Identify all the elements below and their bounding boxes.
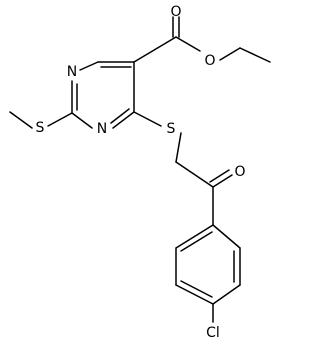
bond-smethyl-ch3 [9,111,33,129]
structure-canvas: O O N N S S O Cl [9,4,271,341]
atom-s-methyl: S [36,120,45,136]
bond-c4-n3 [112,111,135,129]
molecule-drawing: O O N N S S O Cl [9,4,271,341]
bond-ch2-ch3 [239,47,271,63]
bond-c2-smethyl [47,112,73,127]
bond-ar3-ar4 [212,284,241,305]
bond-slink-ch2 [175,132,182,163]
bond-ar1-ar2 [212,224,241,249]
atom-o-ester: O [204,53,215,69]
bond-oester-ch2 [219,47,241,61]
bond-c4-slink [133,111,162,127]
atom-o-ketone: O [234,164,245,180]
bond-ar4-ar5-double [180,280,213,298]
bond-ar6-ar1-double [180,231,213,252]
bond-ar6-ar1 [175,224,214,249]
atom-n-upper: N [67,64,77,80]
bond-cketone-o-double [209,169,230,183]
bond-ch2-cketone [175,161,214,188]
bond-n1-c6 [79,61,99,71]
bond-c4-n3-double [110,108,130,124]
bond-c5-ccarbonyl [133,36,177,63]
bond-cketone-o [212,174,233,188]
atom-n-lower: N [97,121,107,137]
atom-o-carbonyl-ester: O [170,4,181,20]
bond-n3-c2 [71,112,93,129]
atom-s-link: S [167,121,176,137]
atom-cl: Cl [206,325,220,341]
bond-ar4-ar5 [175,284,214,305]
bond-ccarbonyl-oester [175,36,201,52]
